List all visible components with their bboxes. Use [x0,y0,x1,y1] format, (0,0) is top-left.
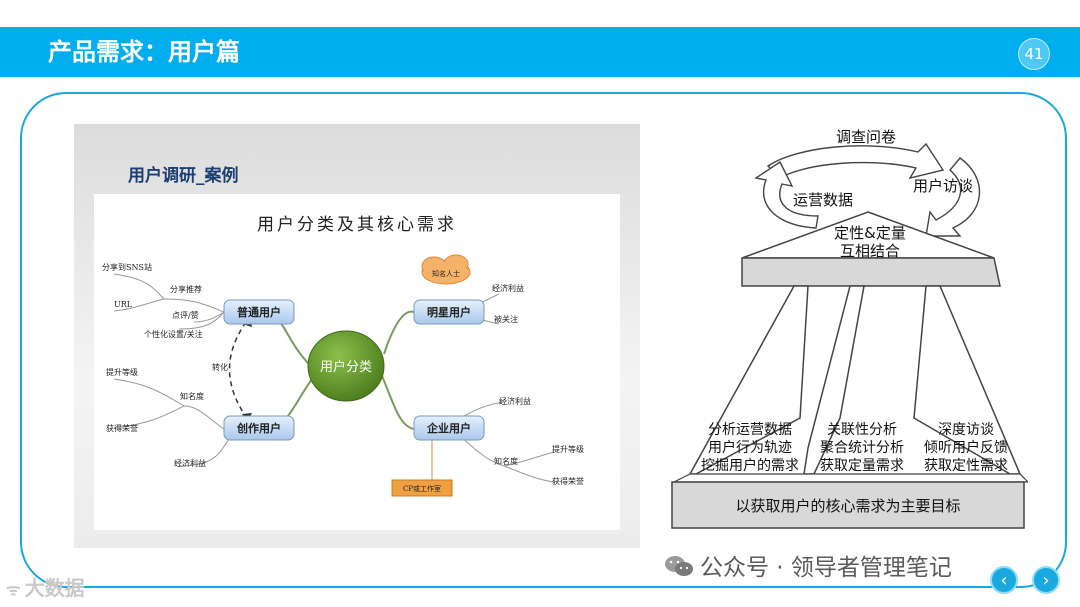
label-creator-benefit: 经济利益 [174,458,206,468]
logo-glyph-icon: ᯤ [6,580,21,599]
node-box-normal [223,299,295,325]
label-star-benefit: 经济利益 [492,283,524,293]
slide-title: 产品需求：用户篇 [48,38,240,66]
label-share-sns: 分享到SNS站 [102,262,152,272]
label-creator-upgrade: 提升等级 [106,367,138,377]
cp-box [391,479,453,497]
label-ent-fame: 知名度 [494,456,518,466]
case-slide-title: 用户调研_案例 [128,166,239,186]
pillar-right-line1: 深度访谈 [938,422,994,438]
cycle-arrows [754,142,981,237]
center-node-circle [307,330,385,402]
wechat-icon [665,556,693,576]
node-box-star [413,299,485,325]
label-celebrity: 知名人士 [432,269,460,278]
case-slide-panel: 用户调研_案例 用户分类及其核心需求 [74,124,640,548]
label-comment-like: 点评/赞 [172,310,199,320]
convert-arrow [228,321,247,418]
research-method-diagram: 调查问卷 用户访谈 运营数据 定性&定量 互相结合 分析运营数据 用户行为轨迹 … [671,128,1028,529]
node-creator-label: 创作用户 [236,421,281,435]
label-star-followed: 被关注 [494,314,518,324]
label-ent-benefit: 经济利益 [499,396,531,406]
pillar-middle-line2: 聚合统计分析 [820,440,904,456]
page-number-badge: 41 [1018,38,1050,70]
pillar-right-line3: 获取定性需求 [924,458,1008,474]
pillar-left-line2: 用户行为轨迹 [708,439,792,456]
pillar-left-line3: 挖掘用户的需求 [701,457,799,474]
user-classification-mindmap: 用户分类及其核心需求 [94,194,620,530]
label-convert: 转化 [212,362,228,372]
cycle-interview-label: 用户访谈 [913,177,973,195]
mindmap-title: 用户分类及其核心需求 [257,215,457,235]
label-share-recommend: 分享推荐 [170,284,202,294]
base-cap [673,473,1028,483]
mindmap-graphic: 用户分类 普通用户 明星用户 创作用户 企业用户 分享到SNS站 分享推荐 UR… [102,254,584,497]
slide-header-bar: 产品需求：用户篇 41 [0,27,1080,77]
label-creator-fame: 知名度 [180,391,204,401]
pillars [688,285,1022,475]
bottom-logo-text: 大数据 [24,576,85,600]
wechat-watermark: 公众号 · 领导者管理笔记 [664,548,952,582]
label-creator-honor: 获得荣誉 [106,423,138,433]
base-label: 以获取用户的核心需求为主要目标 [735,497,960,515]
roof-beam [741,257,1001,287]
cycle-survey-label: 调查问卷 [836,128,896,146]
pillar-left-line1: 分析运营数据 [708,422,792,438]
base-foundation [671,481,1025,529]
celebrity-cloud [421,254,471,285]
label-ent-upgrade: 提升等级 [552,444,584,454]
node-box-enterprise [413,415,485,441]
center-node-label: 用户分类 [320,359,372,375]
pillar-middle-line1: 关联性分析 [827,422,897,438]
mindmap-leaf-lines [113,273,555,483]
node-box-creator [223,415,295,441]
cycle-ops-data-label: 运营数据 [793,191,853,209]
label-cp-studio: CP或工作室 [403,484,441,493]
next-slide-button[interactable]: › [1032,566,1060,594]
watermark-text: 公众号 · 领导者管理笔记 [700,555,952,581]
roof-line2: 互相结合 [840,242,900,260]
node-normal-label: 普通用户 [237,305,281,319]
label-personal-settings: 个性化设置/关注 [144,329,203,339]
label-ent-honor: 获得荣誉 [552,476,584,486]
pillar-right-line2: 倾听用户反馈 [924,439,1008,456]
prev-slide-button[interactable]: ‹ [990,566,1018,594]
pillar-middle-line3: 获取定量需求 [820,458,904,474]
label-url: URL [114,300,133,309]
node-star-label: 明星用户 [427,305,471,319]
node-enterprise-label: 企业用户 [426,421,471,435]
roof-line1: 定性&定量 [834,224,906,242]
